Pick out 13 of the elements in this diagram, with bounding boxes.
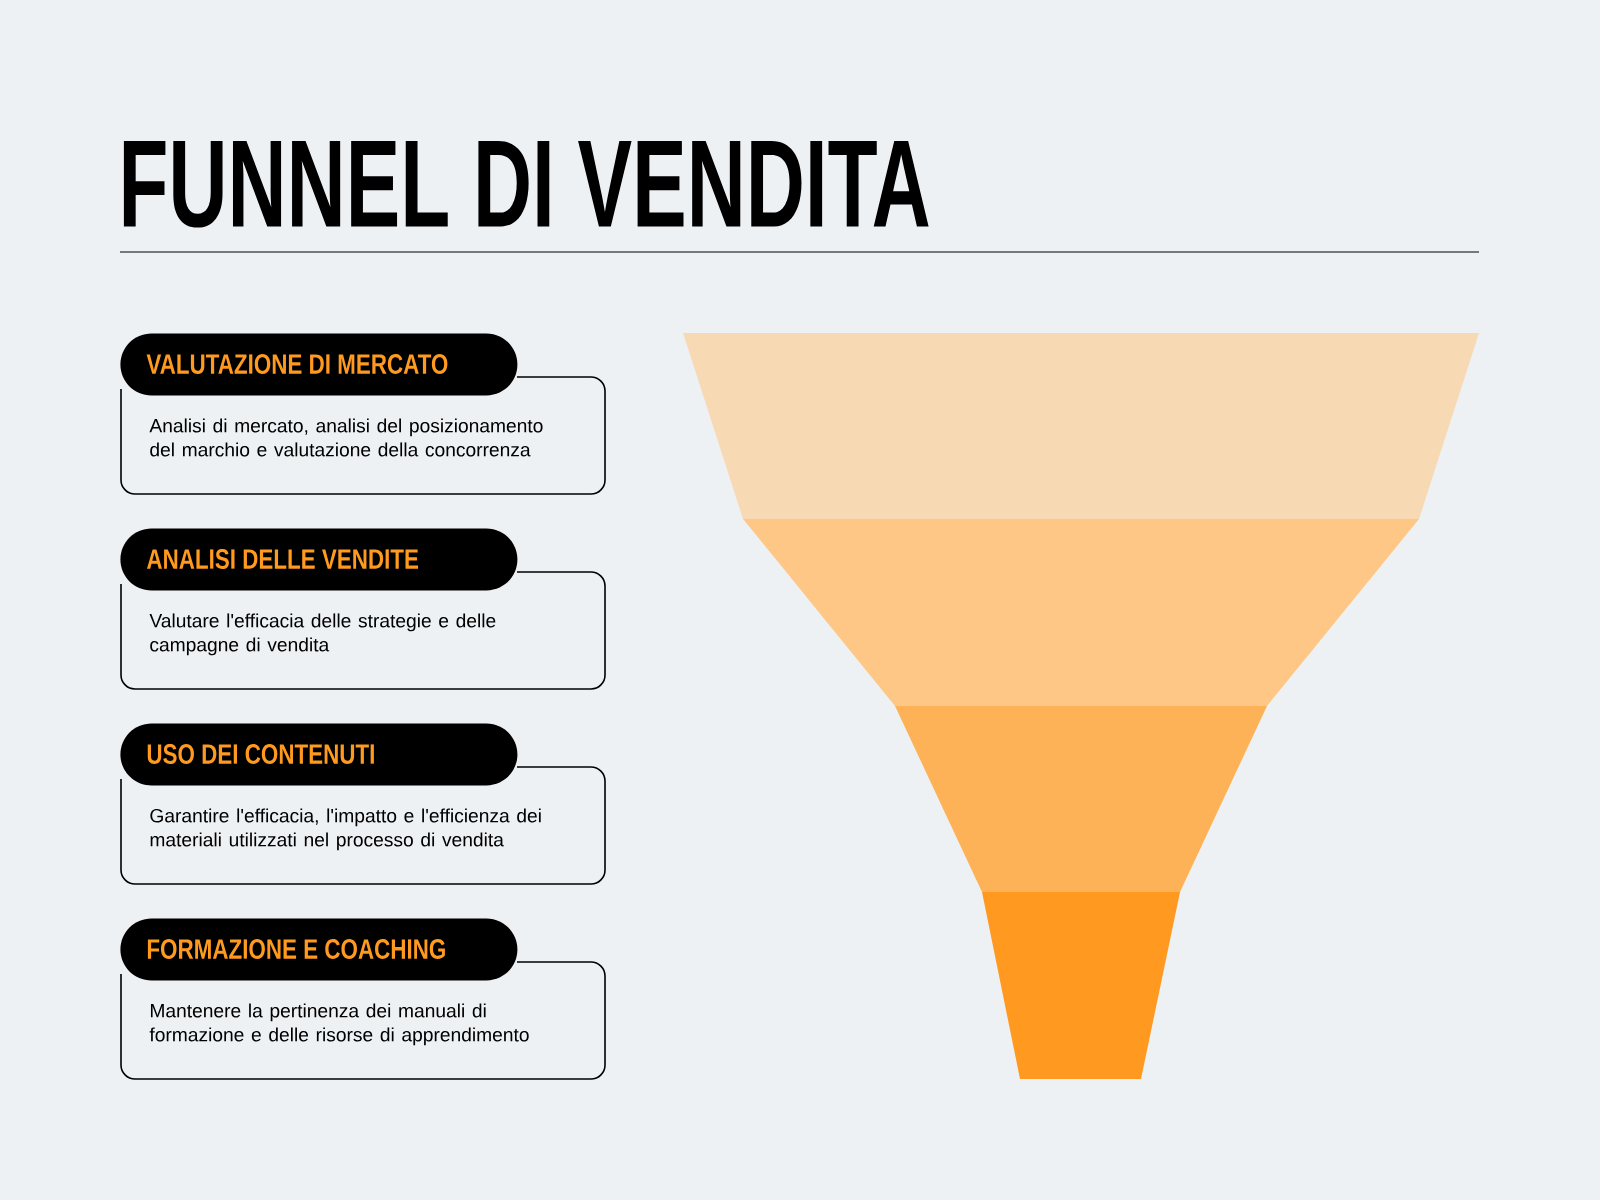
title: FUNNEL DI VENDITA <box>123 141 929 228</box>
card: Analisi di mercato, analisi del posizionamento del marchio e valutazione della concorrenza <box>120 376 606 495</box>
funnel-band <box>982 892 1180 1079</box>
heading-pill: ANALISI DELLE VENDITE <box>120 528 518 591</box>
funnel-band <box>895 706 1267 892</box>
heading-pill: USO DEI CONTENUTI <box>120 723 518 786</box>
card: Mantenere la pertinenza dei manuali di formazione e delle risorse di apprendimento <box>120 961 606 1080</box>
funnel-band <box>683 333 1479 519</box>
funnel-band <box>743 519 1419 706</box>
heading-pill: FORMAZIONE E COACHING <box>120 918 518 981</box>
card: Valutare l'efficacia delle strategie e delle campagne di vendita <box>120 571 606 690</box>
heading-pill: VALUTAZIONE DI MERCATO <box>120 333 518 396</box>
card: Garantire l'efficacia, l'impatto e l'efficienza dei materiali utilizzati nel processo di vendita <box>120 766 606 885</box>
